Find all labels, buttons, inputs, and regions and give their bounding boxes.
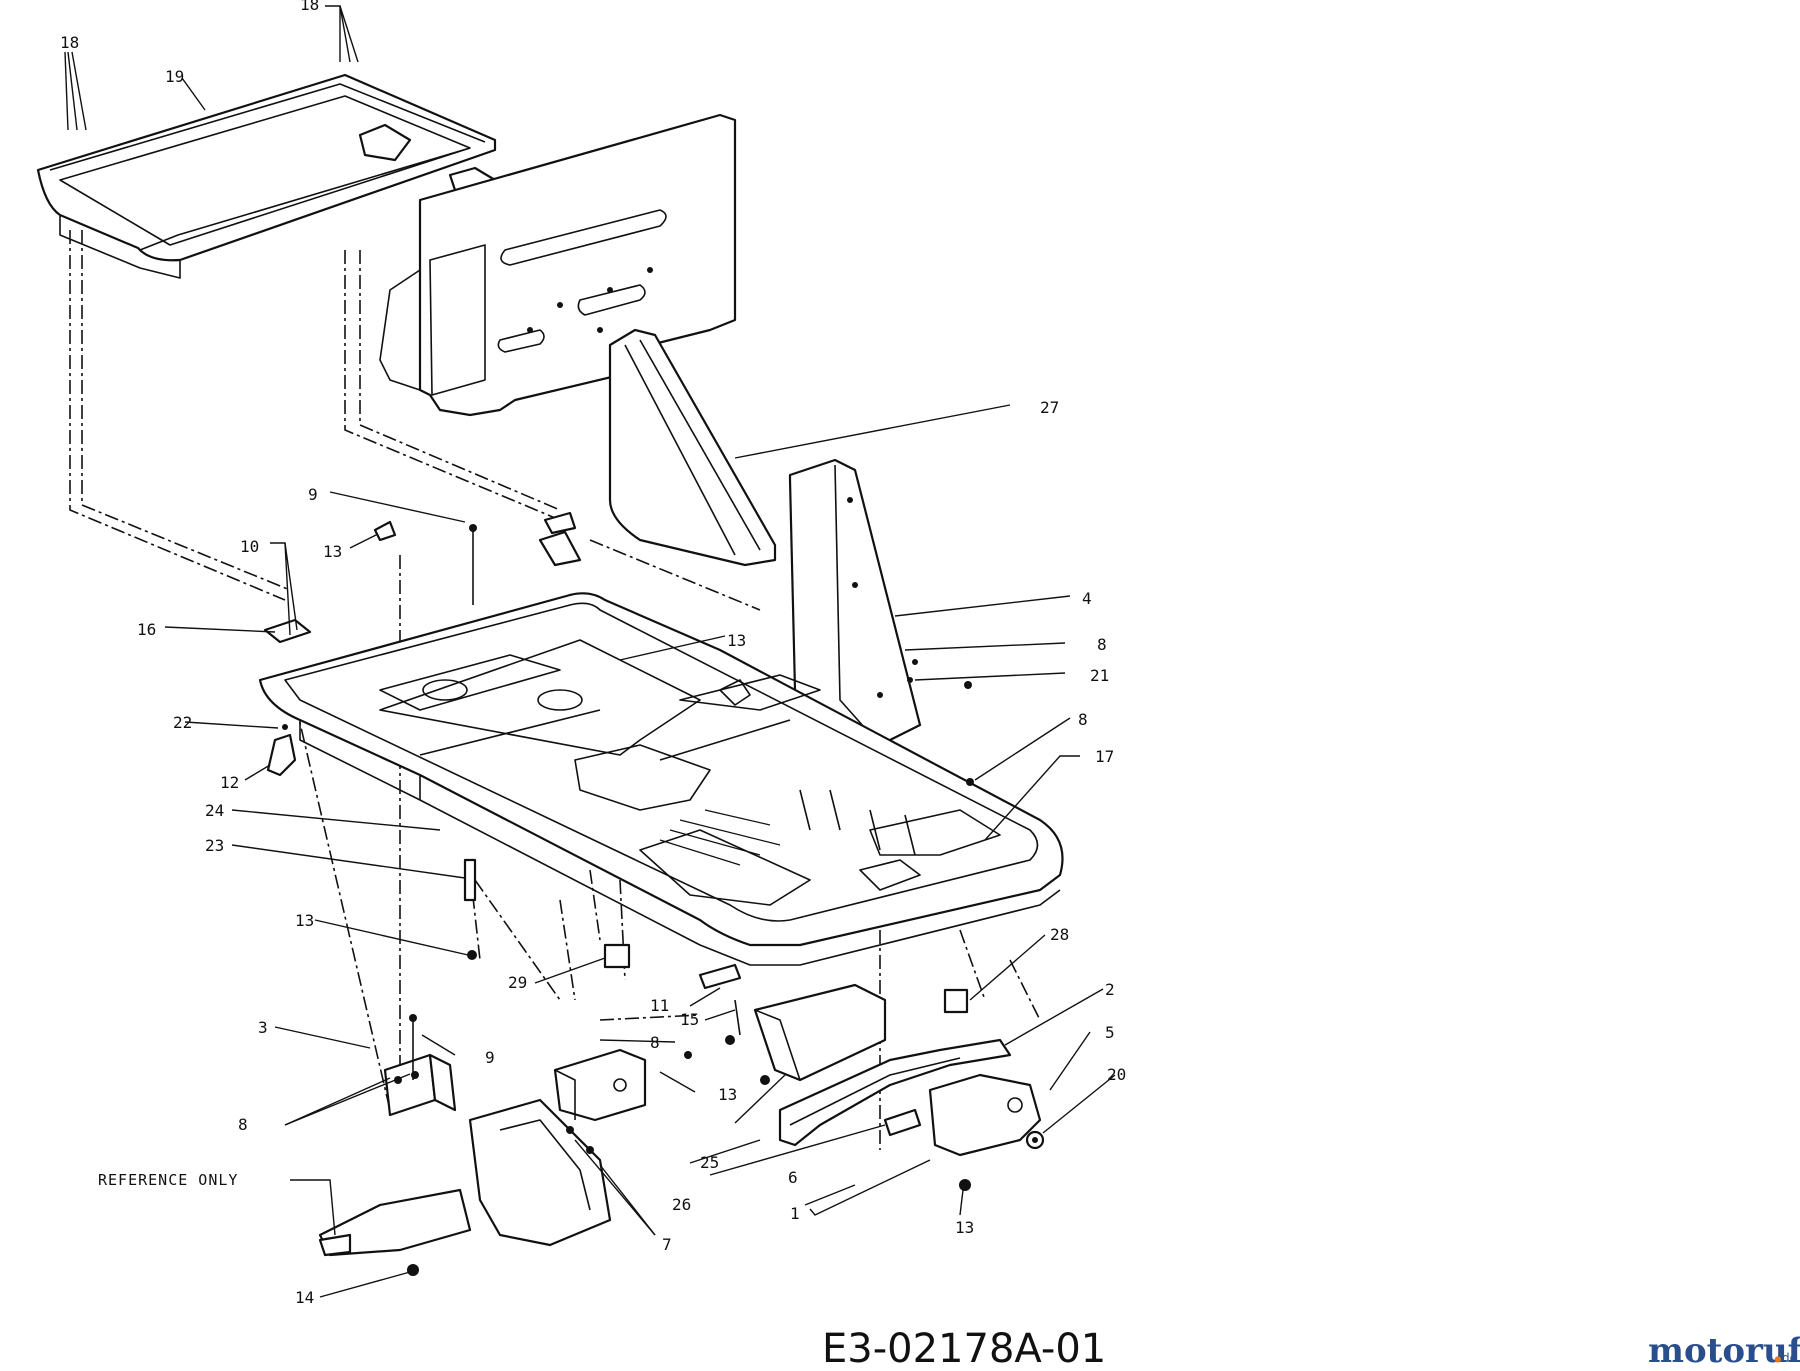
callout-13-mid: 13 — [295, 911, 314, 930]
callout-17: 17 — [1095, 747, 1114, 766]
watermark-logo: motoruf . de — [1648, 1331, 1800, 1371]
callout-5: 5 — [1105, 1023, 1115, 1042]
callout-10: 10 — [240, 537, 259, 556]
callout-27: 27 — [1040, 398, 1059, 417]
callout-7: 7 — [662, 1235, 672, 1254]
watermark-suffix: de — [1782, 1351, 1797, 1365]
part-5-bracket — [928, 1073, 1042, 1157]
reference-only-note: REFERENCE ONLY — [98, 1171, 238, 1189]
callout-19: 19 — [165, 67, 184, 86]
hardware — [373, 511, 1045, 1276]
callout-labels: 18 18 19 27 9 13 10 16 13 4 8 21 22 12 8… — [60, 0, 1126, 1307]
callout-26: 26 — [672, 1195, 691, 1214]
callout-25: 25 — [700, 1153, 719, 1172]
callout-22: 22 — [173, 713, 192, 732]
callout-29: 29 — [508, 973, 527, 992]
part-3-bracket — [383, 1053, 457, 1117]
callout-1: 1 — [790, 1204, 800, 1223]
transaxle-reference-only — [318, 1098, 612, 1257]
drawing-code: E3-02178A-01 — [822, 1326, 1106, 1371]
callout-13-top: 13 — [323, 542, 342, 561]
part-24-main-frame — [258, 592, 1064, 966]
part-19-tray — [36, 73, 497, 279]
callout-18-top: 18 — [300, 0, 319, 14]
callout-24: 24 — [205, 801, 224, 820]
part-16-plate — [263, 530, 582, 644]
callout-13-axle: 13 — [718, 1085, 737, 1104]
callout-13-bottom: 13 — [955, 1218, 974, 1237]
callout-23: 23 — [205, 836, 224, 855]
callout-9-top: 9 — [308, 485, 318, 504]
callout-6: 6 — [788, 1168, 798, 1187]
part-27-wedge-cover — [608, 328, 777, 567]
callout-11: 11 — [650, 996, 669, 1015]
callout-9-bottom: 9 — [485, 1048, 495, 1067]
callout-20: 20 — [1107, 1065, 1126, 1084]
callout-8-right: 8 — [1078, 710, 1088, 729]
callout-2: 2 — [1105, 980, 1115, 999]
callout-15: 15 — [680, 1010, 699, 1029]
callout-21: 21 — [1090, 666, 1109, 685]
callout-12: 12 — [220, 773, 239, 792]
part-2-axle — [778, 1038, 1012, 1147]
part-12-bracket — [266, 724, 297, 777]
callout-3: 3 — [258, 1018, 268, 1037]
watermark-main: motoruf — [1648, 1331, 1800, 1371]
callout-8-left: 8 — [238, 1115, 248, 1134]
callout-28: 28 — [1050, 925, 1069, 944]
callout-8-mid: 8 — [650, 1033, 660, 1052]
callout-18-left: 18 — [60, 33, 79, 52]
part-26-bracket — [553, 1048, 647, 1122]
callout-16: 16 — [137, 620, 156, 639]
watermark-dot: . — [1772, 1331, 1784, 1371]
part-25-axle-bracket — [753, 983, 887, 1082]
alignment-lines — [69, 230, 1041, 1150]
callout-4: 4 — [1082, 589, 1092, 608]
callout-14: 14 — [295, 1288, 314, 1307]
callout-8-tower: 8 — [1097, 635, 1107, 654]
callout-13-frame: 13 — [727, 631, 746, 650]
leader-lines — [64, 5, 1116, 1298]
